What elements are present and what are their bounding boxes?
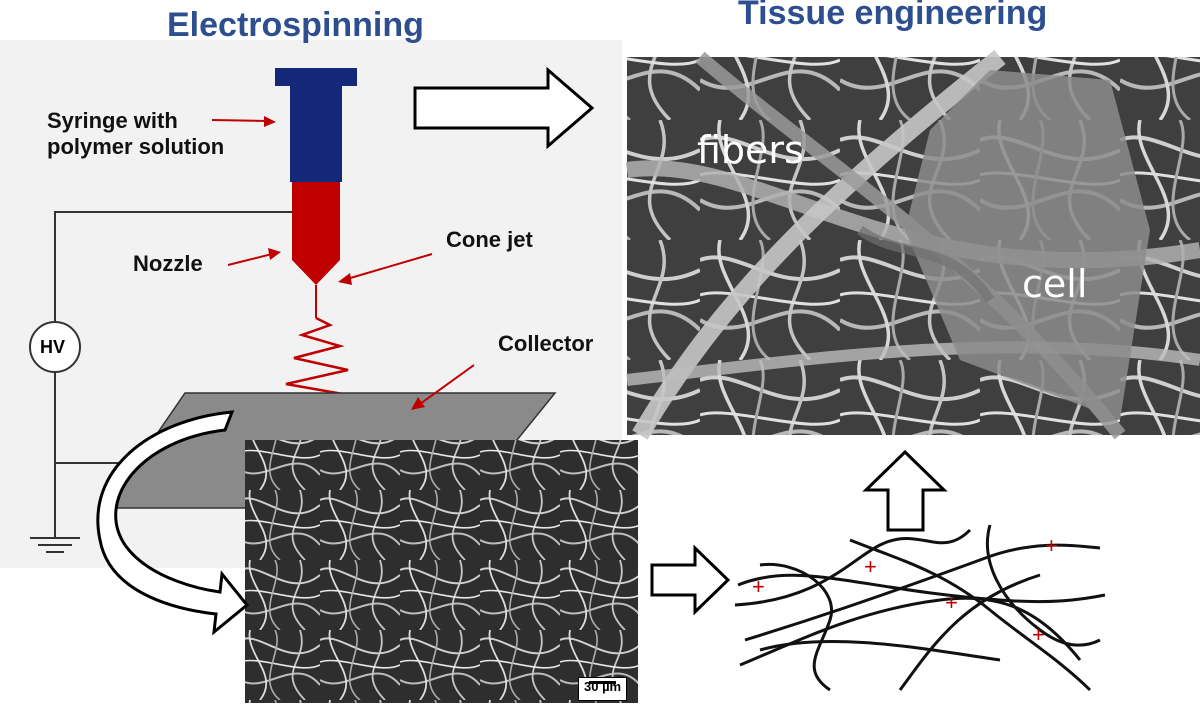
charge-marker: + — [945, 590, 958, 615]
arrow-to-charged-fibers — [650, 544, 731, 616]
syringe-body — [290, 86, 342, 182]
syringe-label-line1: Syringe with — [47, 108, 178, 133]
collector-label: Collector — [498, 331, 594, 356]
ground-symbol — [30, 537, 80, 553]
syringe-label-line2: polymer solution — [47, 134, 225, 160]
cone-jet-label: Cone jet — [446, 227, 533, 252]
tissue-engineering-title: Tissue engineering — [738, 0, 1048, 32]
hv-label: HV — [40, 337, 66, 357]
charged-fiber-schematic — [734, 524, 1106, 692]
hv-source — [29, 321, 81, 373]
cone-jet — [292, 260, 340, 285]
charge-marker: + — [752, 574, 765, 599]
charge-marker: + — [1045, 533, 1058, 558]
fibers-label: fibers — [697, 128, 804, 172]
fiber-mat-sem-image — [245, 440, 638, 703]
label-arrows — [211, 116, 475, 410]
arrow-up-to-tissue — [862, 449, 948, 532]
arrow-collector-to-mat — [96, 410, 250, 636]
charges-layer: + + + + + — [752, 533, 1058, 647]
nozzle-label: Nozzle — [133, 251, 203, 276]
cell-label: cell — [1022, 262, 1088, 306]
scale-bar: 30 µm — [578, 677, 628, 701]
arrow-to-tissue — [413, 66, 595, 150]
syringe-label: Syringe with polymer solution — [47, 108, 224, 161]
charge-marker: + — [1032, 622, 1045, 647]
electrospinning-title: Electrospinning — [167, 6, 424, 44]
tissue-sem-image — [625, 49, 1200, 440]
nozzle — [292, 182, 340, 260]
charge-marker: + — [864, 554, 877, 579]
syringe-plunger-cap — [275, 68, 357, 86]
